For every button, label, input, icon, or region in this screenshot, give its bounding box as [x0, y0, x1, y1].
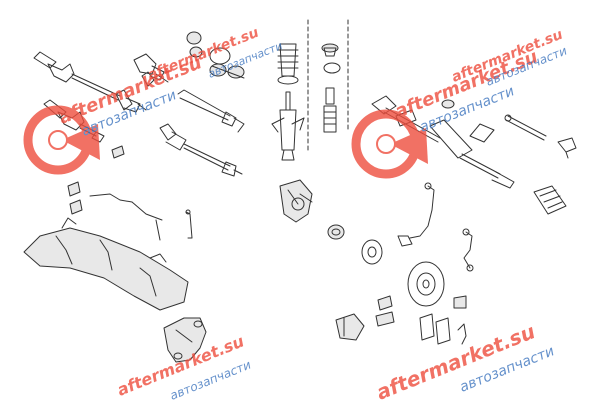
caliper-bracket	[335, 313, 365, 341]
drive-shaft-center-lower	[159, 123, 243, 177]
abs-sensor	[397, 182, 435, 247]
steering-boot	[533, 185, 567, 215]
spring-clip	[457, 323, 467, 345]
small-bush	[111, 145, 125, 159]
wheel-hub	[361, 239, 383, 265]
tie-rod	[504, 114, 547, 141]
cv-joint-boots	[133, 53, 169, 87]
dashed-assembly-frame	[307, 19, 349, 151]
wheel-bearing	[327, 224, 345, 240]
red-circle-arrow-logo-icon	[351, 109, 428, 179]
dust-cap	[453, 295, 467, 309]
brake-hose	[462, 228, 474, 272]
brake-caliper-kit	[375, 295, 395, 327]
shock-absorber	[271, 91, 305, 161]
watermark-top-center: aftermarket.su автозапчасти	[146, 25, 285, 84]
steering-knuckle	[279, 179, 313, 223]
rack-small-part	[441, 99, 455, 109]
watermark-top-right: aftermarket.su автозапчасти	[450, 27, 570, 89]
strut-dust-boot-spring	[277, 43, 299, 85]
drive-shaft-left-upper	[33, 51, 147, 113]
brake-disc	[407, 261, 445, 307]
red-circle-arrow-logo-icon	[23, 105, 100, 175]
stabilizer-bar	[89, 193, 163, 241]
drive-shaft-center-long	[177, 89, 245, 133]
strut-mount-kit	[321, 43, 341, 133]
cv-joint-kit-top	[186, 31, 245, 79]
tie-rod-end	[557, 137, 577, 159]
lower-control-arm	[163, 317, 207, 363]
brake-pads	[419, 313, 451, 345]
subframe	[23, 217, 189, 311]
stabilizer-link-bush	[67, 181, 83, 215]
stabilizer-link	[185, 209, 193, 239]
